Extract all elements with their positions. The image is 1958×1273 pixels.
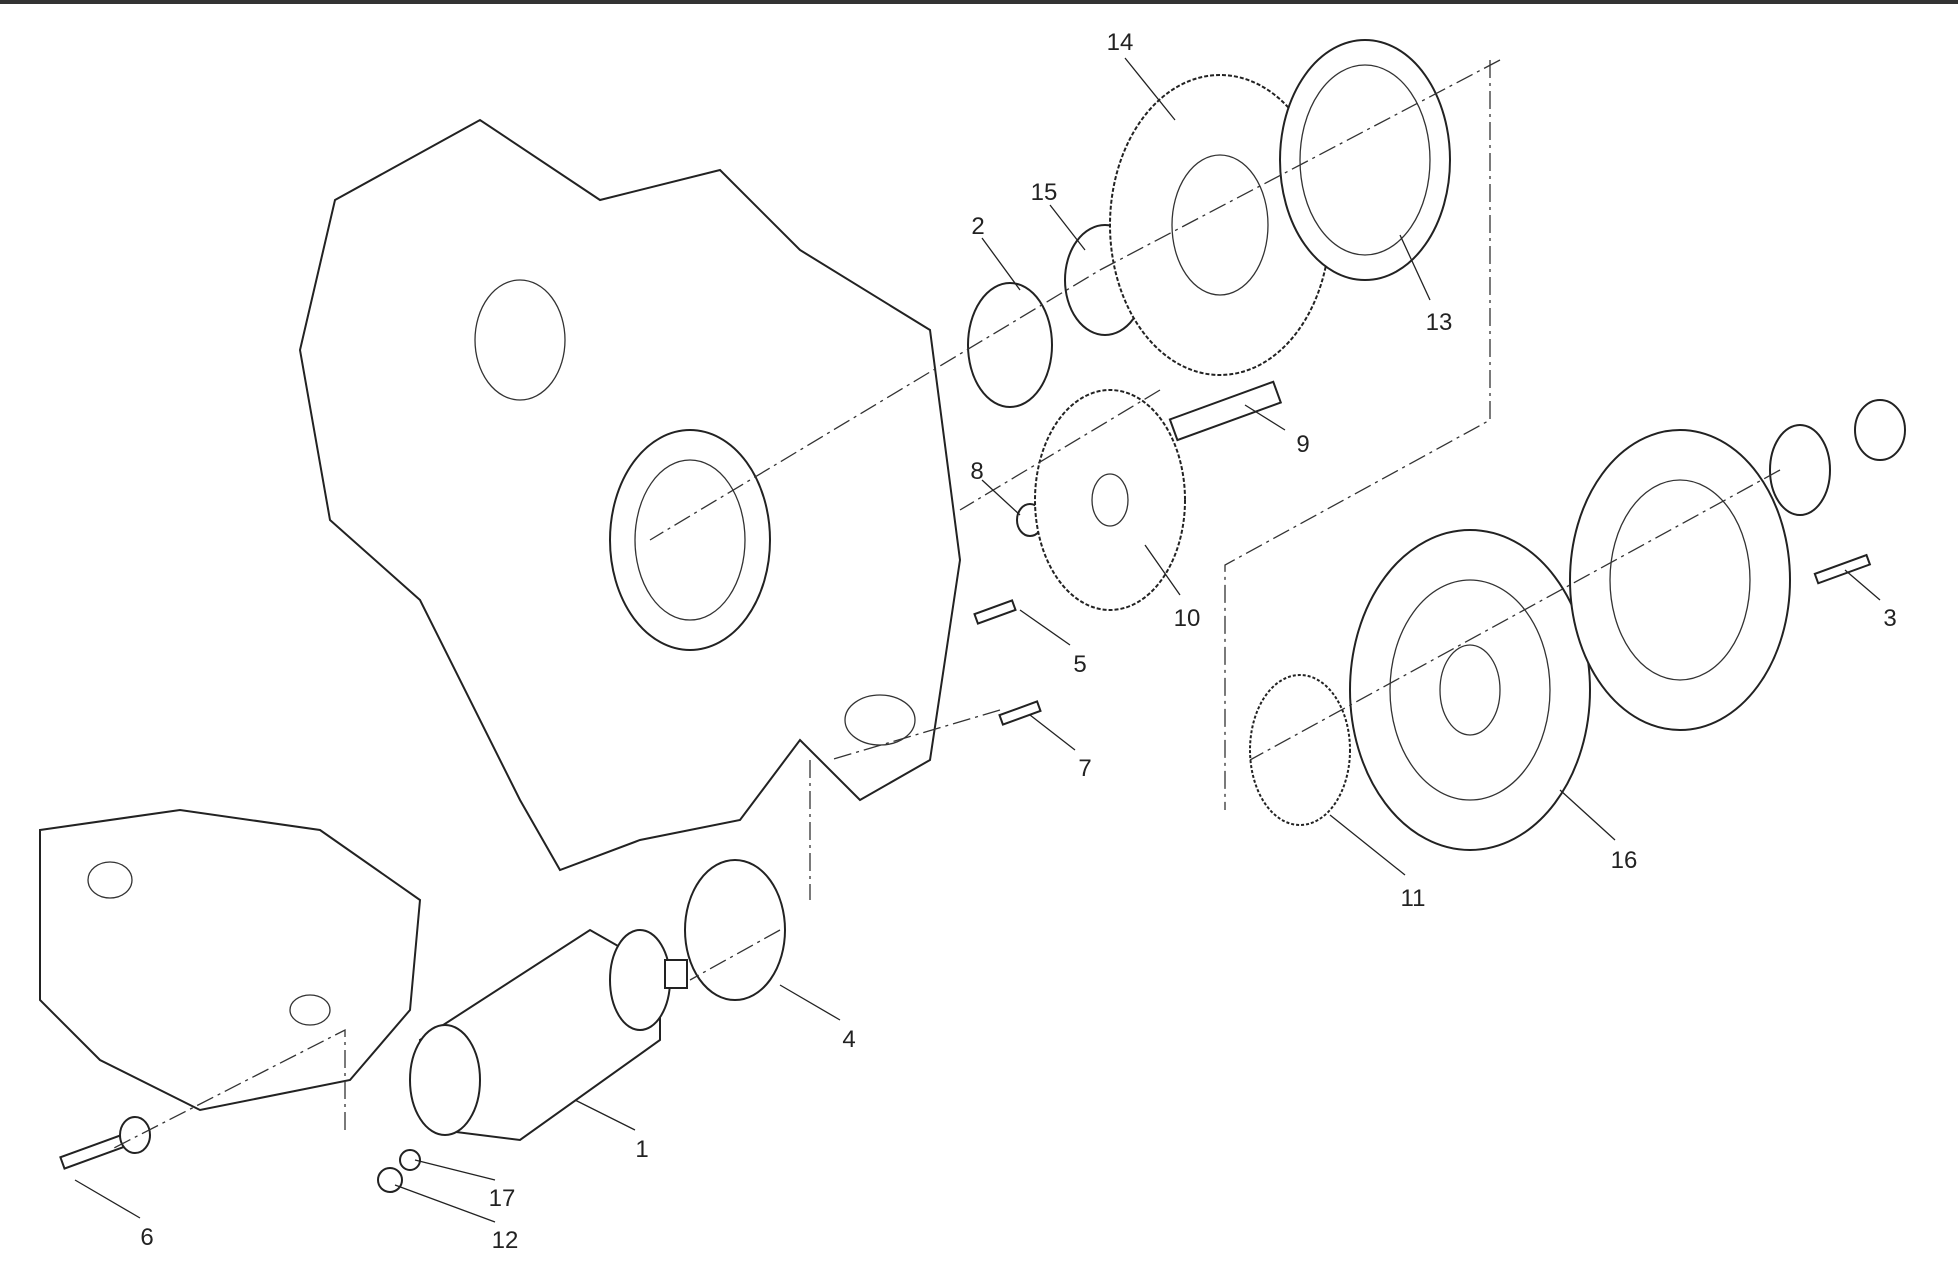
freewheel-11	[1249, 674, 1351, 826]
callout-8: 8	[970, 458, 983, 485]
leader-lines	[74, 57, 1881, 1223]
callout-7: 7	[1078, 755, 1091, 782]
flywheel-16	[1349, 529, 1591, 851]
shaft-9	[1168, 380, 1283, 442]
crankcase	[298, 118, 962, 872]
top-border	[0, 0, 1958, 4]
callout-3: 3	[1883, 605, 1896, 632]
callout-17: 17	[489, 1185, 516, 1212]
nut	[1854, 399, 1906, 461]
callout-9: 9	[1296, 431, 1309, 458]
callout-15: 15	[1031, 179, 1058, 206]
washer	[1769, 424, 1831, 516]
seal-2	[967, 282, 1053, 408]
starter-motor	[409, 928, 688, 1142]
gasket-4	[684, 859, 786, 1001]
callout-14: 14	[1107, 29, 1134, 56]
callout-5: 5	[1073, 651, 1086, 678]
gear-10	[1034, 389, 1186, 611]
callout-2: 2	[971, 213, 984, 240]
crankcase-partial	[39, 808, 422, 1112]
callout-10: 10	[1174, 605, 1201, 632]
callout-16: 16	[1611, 847, 1638, 874]
callout-4: 4	[842, 1026, 855, 1053]
rotor-cover	[1569, 429, 1791, 731]
callout-1: 1	[635, 1136, 648, 1163]
callout-12: 12	[492, 1227, 519, 1254]
callout-11: 11	[1401, 885, 1426, 912]
callout-13: 13	[1426, 309, 1453, 336]
callout-6: 6	[140, 1224, 153, 1251]
flange-13	[1279, 39, 1451, 281]
